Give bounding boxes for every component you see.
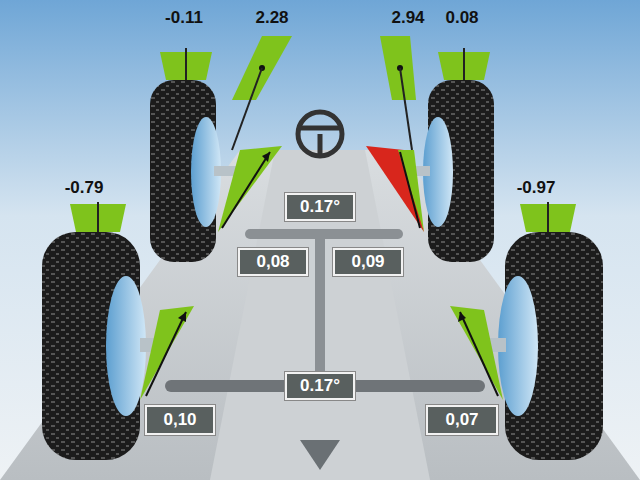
value-box: 0,10 xyxy=(145,405,215,435)
value-text: 0.17° xyxy=(300,197,340,217)
value-text: 0.17° xyxy=(300,376,340,396)
value-text: 0,10 xyxy=(163,410,196,430)
value-text: 0,07 xyxy=(445,410,478,430)
value-text: 0,08 xyxy=(256,252,289,272)
angle-value: 0.08 xyxy=(445,8,478,28)
value-box: 0,09 xyxy=(333,248,403,276)
value-text: 0,09 xyxy=(351,252,384,272)
angle-value: 2.28 xyxy=(255,8,288,28)
angle-value: -0.11 xyxy=(165,8,203,28)
angle-value: -0.97 xyxy=(517,178,556,198)
value-box: 0,07 xyxy=(426,405,498,435)
value-box: 0.17° xyxy=(285,193,355,221)
angle-value: -0.79 xyxy=(65,178,104,198)
angle-value: 2.94 xyxy=(391,8,424,28)
value-box: 0,08 xyxy=(238,248,308,276)
value-box: 0.17° xyxy=(285,372,355,400)
